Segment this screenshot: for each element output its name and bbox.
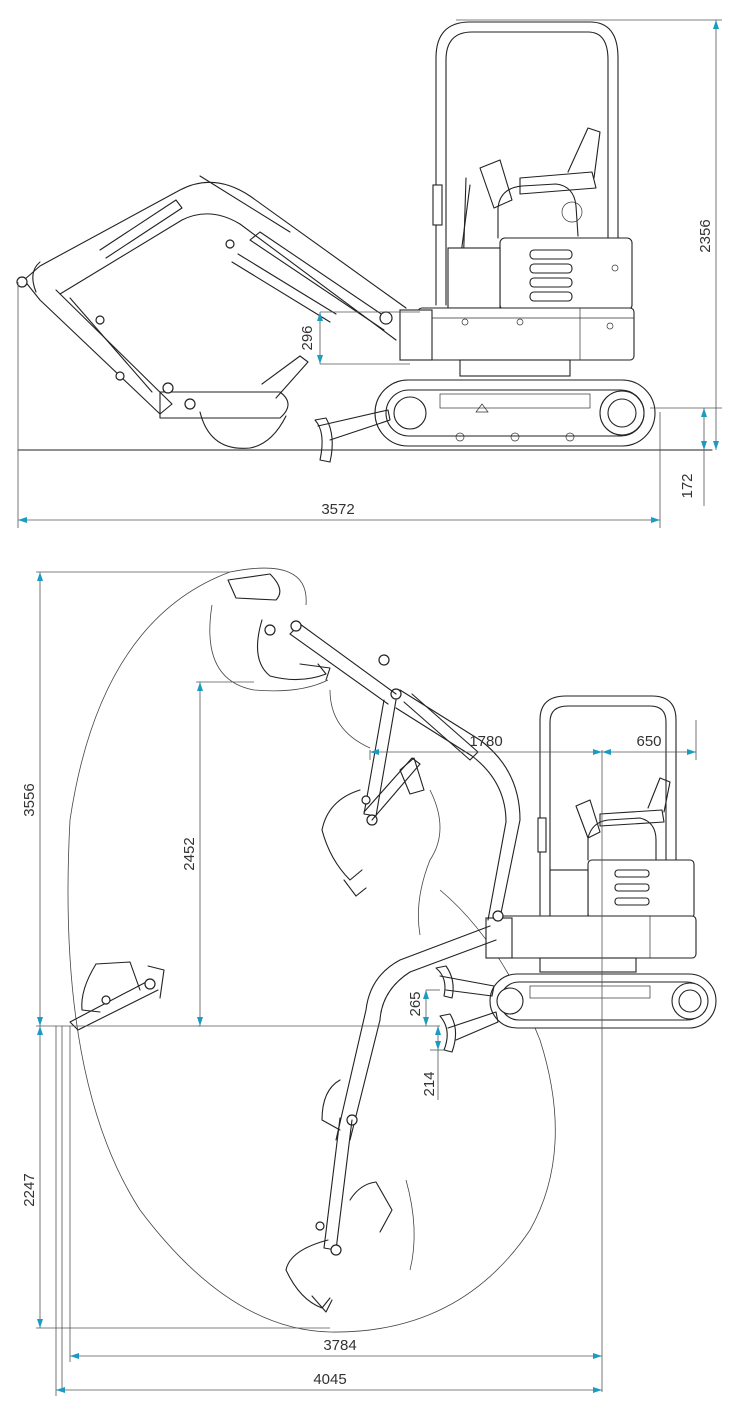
- dim-tail-swing: 1780 650: [370, 733, 696, 755]
- boom-cylinder: [99, 175, 337, 323]
- dim-ground-clearance: 172: [679, 408, 707, 506]
- arm-bucket-top: [227, 573, 397, 705]
- label-max-reach-ground: 3784: [323, 1337, 356, 1354]
- dim-max-dump-height: 2452: [181, 682, 203, 1026]
- crawler-track: [374, 379, 656, 447]
- boom: [23, 181, 407, 341]
- dim-overall-height: 2356: [456, 19, 722, 450]
- label-overall-height: 2356: [697, 219, 714, 252]
- dim-boom-height: 296: [299, 311, 420, 365]
- label-ground-clearance: 172: [679, 473, 696, 498]
- label-boom-height: 296: [299, 325, 316, 350]
- dim-max-dig-depth: 2247: [21, 1026, 43, 1328]
- arm: [16, 261, 173, 415]
- dim-max-reach: 4045: [55, 1026, 602, 1396]
- boom-positions: [335, 688, 521, 1141]
- machine-body-range: [485, 695, 697, 973]
- dim-blade-depth: 214: [421, 1026, 446, 1100]
- label-tail-swing: 1780: [469, 733, 502, 750]
- label-blade-depth: 214: [421, 1071, 438, 1096]
- dozer-blade: [314, 409, 391, 463]
- label-max-dump-height: 2452: [181, 837, 198, 870]
- upper-frame: [399, 307, 635, 377]
- working-envelope: [67, 567, 556, 1333]
- crawler-track-range: [489, 973, 717, 1029]
- engine-hood: [447, 237, 633, 311]
- arm-bucket-mid: [321, 699, 425, 897]
- dim-max-reach-ground: 3784: [69, 1026, 602, 1362]
- range-guides: [36, 571, 697, 1392]
- dim-blade-lift: 265: [407, 989, 440, 1026]
- dim-max-dig-height: 3556: [21, 572, 43, 1026]
- side-view: 2356 172 296 3572: [16, 19, 722, 528]
- dim-overall-length: 3572: [17, 282, 661, 528]
- label-max-reach: 4045: [313, 1371, 346, 1388]
- label-max-dig-depth: 2247: [21, 1173, 38, 1206]
- arm-bucket-reach: [69, 961, 165, 1031]
- bucket: [159, 355, 309, 449]
- operator-seat: [454, 127, 601, 306]
- arm-bucket-bottom: [285, 1079, 393, 1313]
- label-max-dig-height: 3556: [21, 783, 38, 816]
- label-blade-lift: 265: [407, 991, 424, 1016]
- label-overall-length: 3572: [321, 501, 354, 518]
- rops-canopy: [432, 21, 619, 306]
- dozer-blade-range: [435, 965, 499, 1053]
- working-range-view: 3556 2247 2452 1780 650: [21, 567, 717, 1396]
- label-rear-radius: 650: [636, 733, 661, 750]
